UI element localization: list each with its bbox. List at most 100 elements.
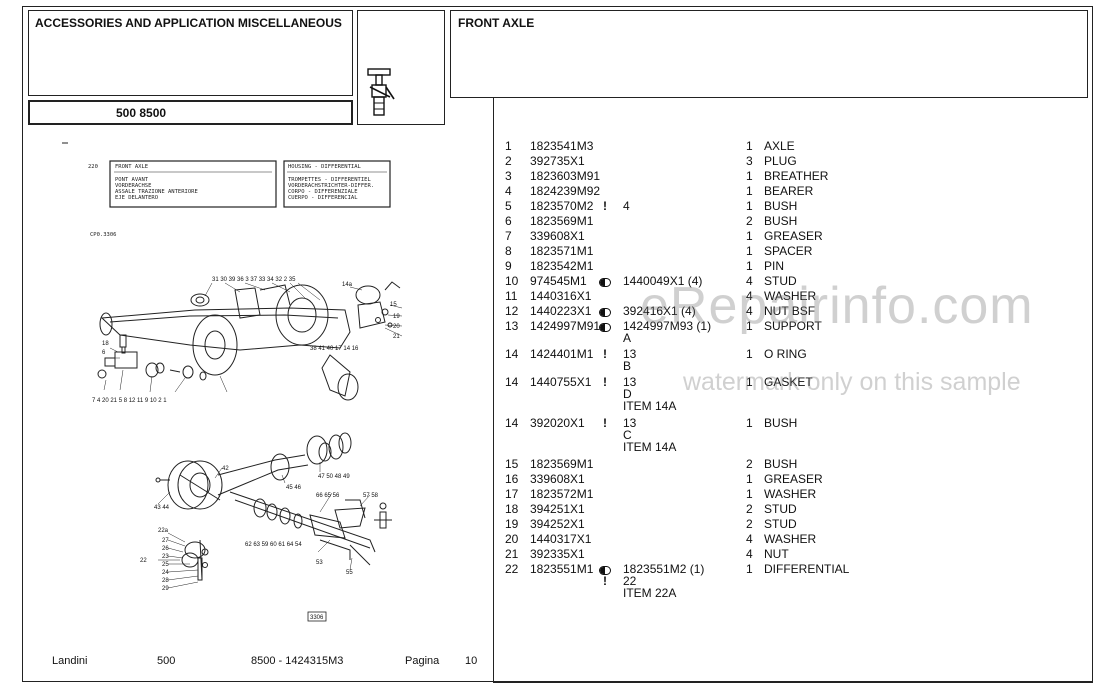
item-number: 22 bbox=[505, 562, 519, 576]
part-number: 394251X1 bbox=[530, 502, 585, 516]
part-number: 1823572M1 bbox=[530, 487, 594, 501]
watermark-notice: watermark only on this sample bbox=[683, 368, 1021, 396]
quantity: 2 bbox=[746, 517, 753, 531]
note-line: 1823551M2 (1) bbox=[623, 562, 705, 576]
callout-20: 20 bbox=[393, 324, 400, 330]
caption-2-line-5: CUERPO - DIFFERENCIAL bbox=[288, 195, 358, 201]
group-title: FRONT AXLE bbox=[458, 16, 535, 30]
item-number: 3 bbox=[505, 169, 512, 183]
caption-box-front-axle bbox=[109, 160, 277, 208]
part-number: 1440317X1 bbox=[530, 532, 592, 546]
figure-number: 3306 bbox=[310, 615, 324, 621]
callout-14a: 14a bbox=[342, 282, 353, 288]
quantity: 1 bbox=[746, 319, 753, 333]
item-number: 21 bbox=[505, 547, 519, 561]
quantity: 1 bbox=[746, 416, 753, 430]
part-number: 1424997M91 bbox=[530, 319, 601, 333]
part-number: 1823541M3 bbox=[530, 139, 594, 153]
quantity: 4 bbox=[746, 547, 753, 561]
part-description: DIFFERENTIAL bbox=[764, 562, 850, 576]
interchange-symbol-icon bbox=[599, 562, 613, 577]
part-number: 974545M1 bbox=[530, 274, 587, 288]
part-description: BUSH bbox=[764, 457, 798, 471]
callout-43-44: 43 44 bbox=[154, 505, 170, 511]
differential-drawing bbox=[155, 432, 392, 581]
item-number: 13 bbox=[505, 319, 519, 333]
part-description: NUT BSF bbox=[764, 304, 816, 318]
part-description: SUPPORT bbox=[764, 319, 822, 333]
quantity: 1 bbox=[746, 199, 753, 213]
part-number: 1823571M1 bbox=[530, 244, 594, 258]
item-number: 20 bbox=[505, 532, 519, 546]
note-mark: ! bbox=[603, 416, 607, 430]
callout-28: 28 bbox=[162, 578, 169, 584]
leader-lines-lower bbox=[157, 462, 371, 589]
callout-22: 22 bbox=[140, 558, 147, 564]
note-mark: ! bbox=[603, 347, 607, 361]
interchange-symbol-icon bbox=[599, 319, 613, 334]
part-socket-icon bbox=[367, 68, 395, 116]
quantity: 1 bbox=[746, 487, 753, 501]
part-number: 1823569M1 bbox=[530, 214, 594, 228]
caption-1-line-4: ASSALE TRAZIONE ANTERIORE bbox=[115, 189, 198, 195]
part-description: GASKET bbox=[764, 375, 813, 389]
note-line: ITEM 14A bbox=[623, 399, 677, 413]
footer-page-label: Pagina bbox=[405, 655, 440, 667]
part-description: AXLE bbox=[764, 139, 795, 153]
item-number: 19 bbox=[505, 517, 519, 531]
item-number: 8 bbox=[505, 244, 512, 258]
interchange-symbol-icon bbox=[599, 274, 613, 289]
item-number: 14 bbox=[505, 416, 519, 430]
caption-2-line-4: CORPO - DIFFERENZIALE bbox=[288, 189, 358, 195]
section-title: ACCESSORIES AND APPLICATION MISCELLANEOU… bbox=[35, 16, 342, 30]
callout-22a: 22a bbox=[158, 528, 169, 534]
note-line: ITEM 14A bbox=[623, 440, 677, 454]
left-end-parts bbox=[97, 334, 207, 381]
axle-housing-drawing bbox=[99, 281, 401, 401]
callout-18: 18 bbox=[102, 341, 109, 347]
quantity: 1 bbox=[746, 139, 753, 153]
item-number: 12 bbox=[505, 304, 519, 318]
part-number: 1823551M1 bbox=[530, 562, 594, 576]
caption-1-line-3: VORDERACHSE bbox=[115, 183, 151, 189]
callout-24: 24 bbox=[162, 570, 169, 576]
callout-55: 55 bbox=[346, 570, 353, 576]
quantity: 1 bbox=[746, 347, 753, 361]
part-number: 1823542M1 bbox=[530, 259, 594, 273]
part-description: STUD bbox=[764, 502, 797, 516]
callout-29: 29 bbox=[162, 586, 169, 592]
callout-47-50-48-49: 47 50 48 49 bbox=[318, 474, 350, 480]
part-description: GREASER bbox=[764, 229, 823, 243]
item-number: 15 bbox=[505, 457, 519, 471]
callout-27: 27 bbox=[162, 538, 169, 544]
callout-57-58: 57 58 bbox=[363, 493, 379, 499]
item-number: 16 bbox=[505, 472, 519, 486]
note-line: ITEM 22A bbox=[623, 586, 677, 600]
callout-19: 19 bbox=[393, 314, 400, 320]
callouts-lower-row: 62 63 59 60 61 64 54 bbox=[245, 542, 302, 548]
callouts-mid: 38 41 40 17 14 16 bbox=[310, 346, 359, 352]
interchange-symbol-icon bbox=[599, 304, 613, 319]
note-mark: ! bbox=[603, 574, 607, 588]
note-line: A bbox=[623, 331, 632, 345]
item-number: 11 bbox=[505, 289, 518, 303]
part-number: 1823603M91 bbox=[530, 169, 601, 183]
quantity: 1 bbox=[746, 259, 753, 273]
part-number: 392735X1 bbox=[530, 154, 585, 168]
part-note: 1424997M93 (1)A bbox=[623, 320, 711, 344]
quantity: 4 bbox=[746, 304, 753, 318]
callout-26: 26 bbox=[162, 546, 169, 552]
